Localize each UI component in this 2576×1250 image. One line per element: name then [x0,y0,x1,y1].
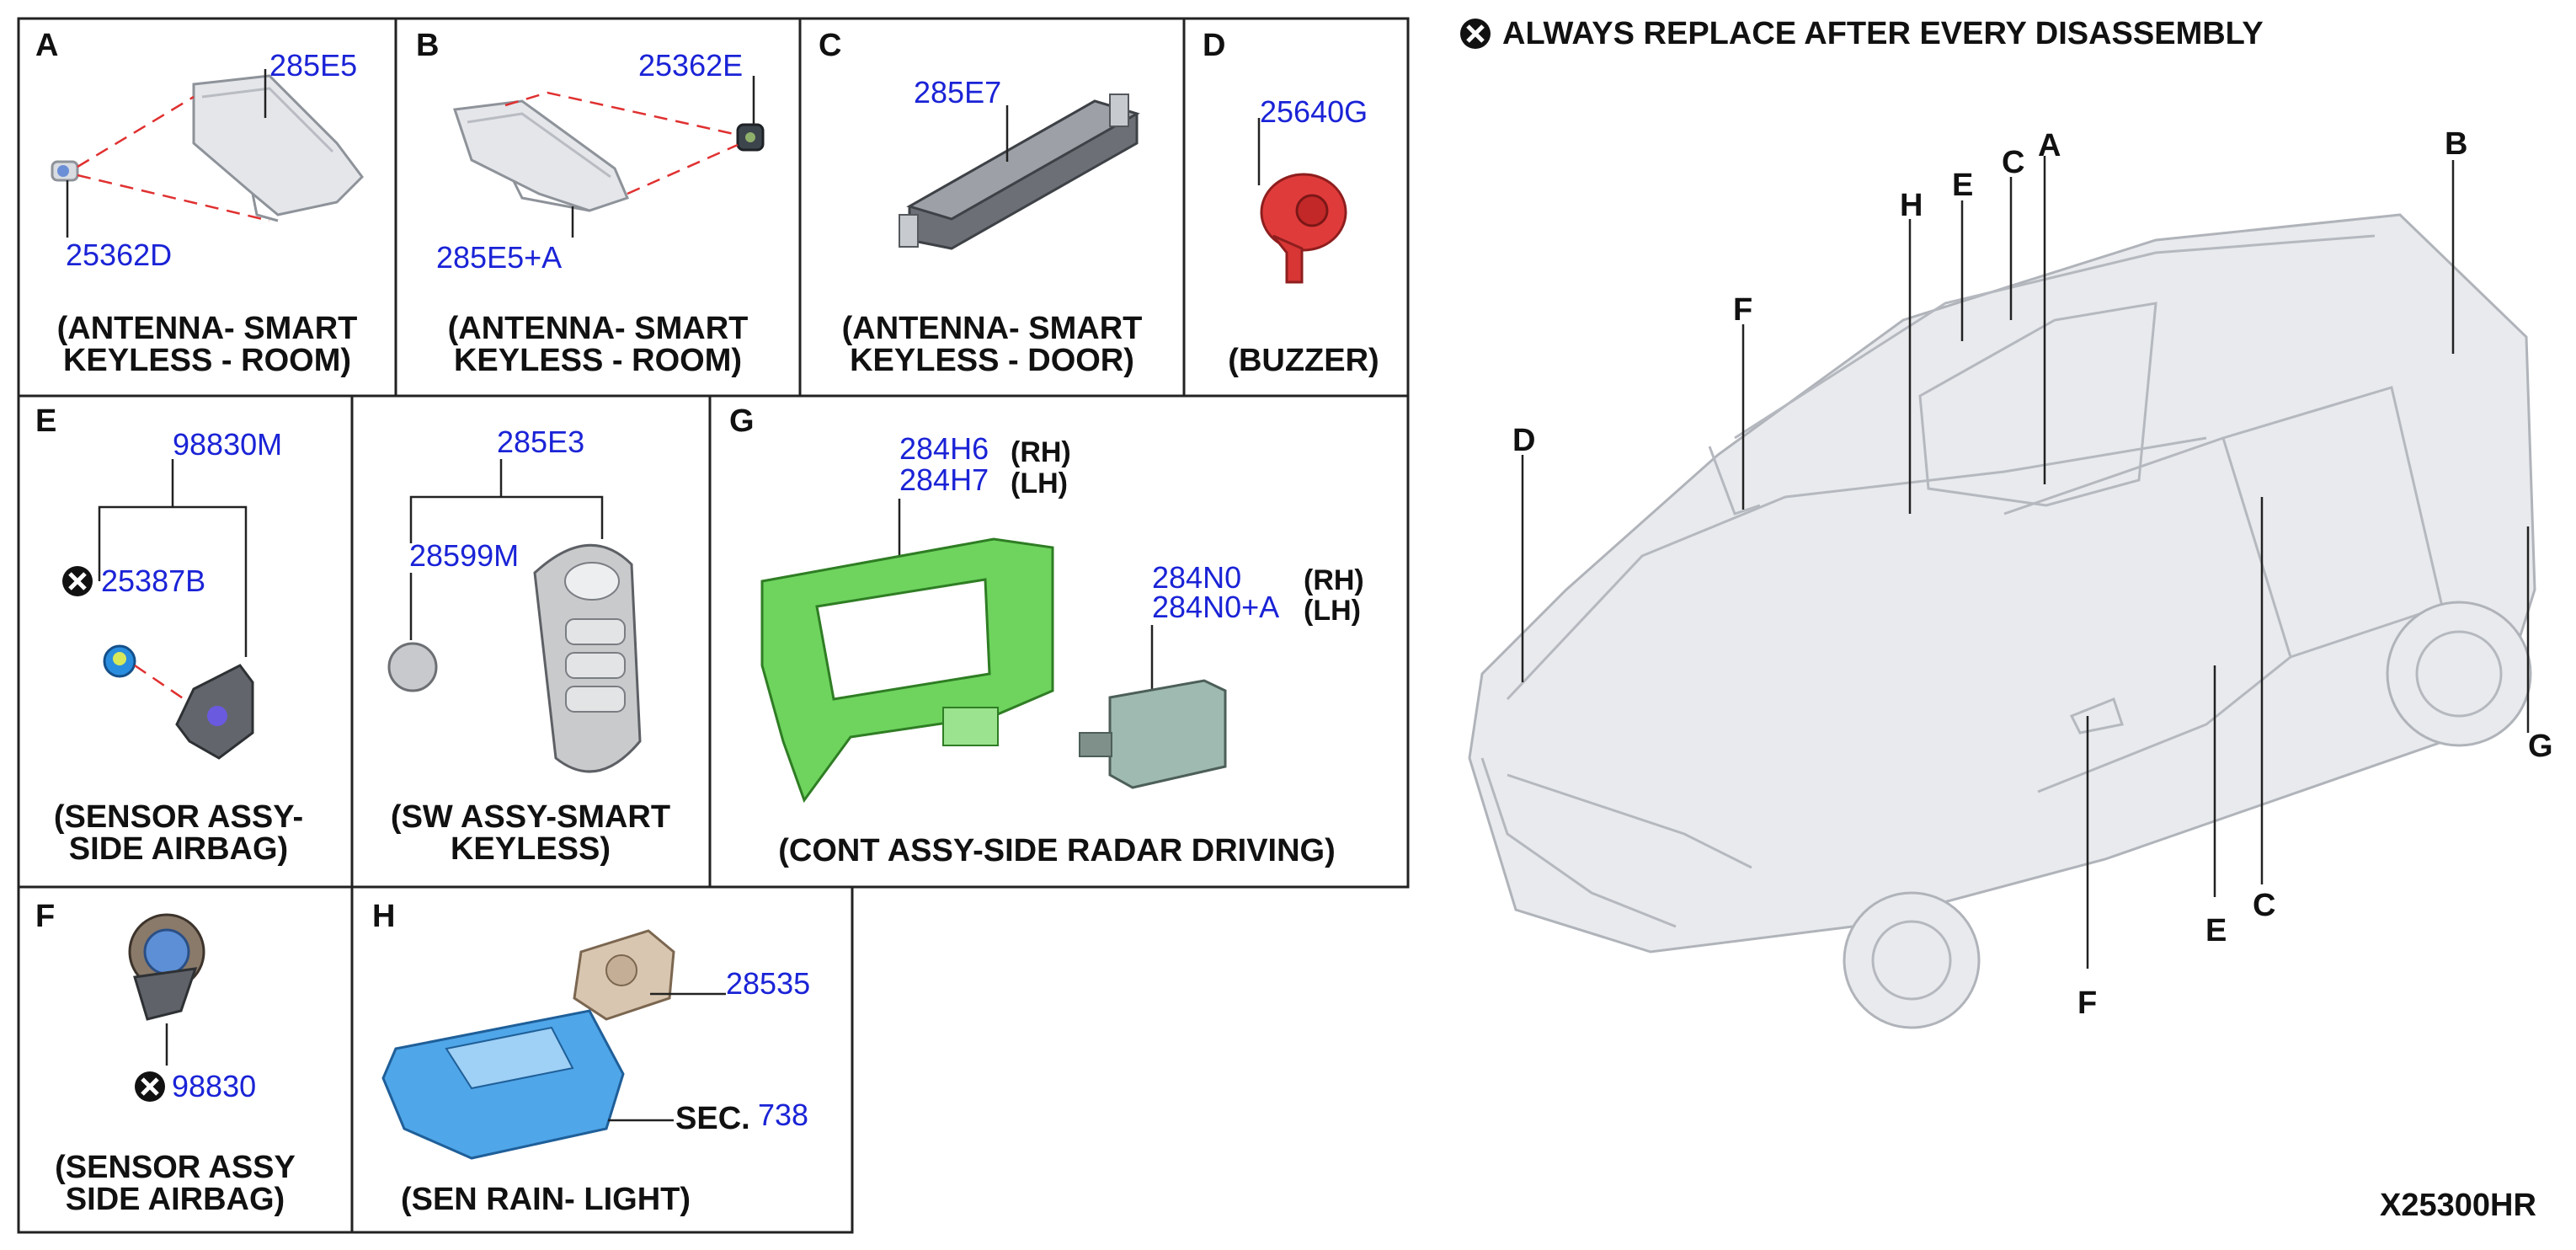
sensor-illustration [128,913,205,1021]
panel-letter-e: E [35,403,56,439]
panel-letter-f: F [35,899,55,934]
callout-label: D [1512,423,1535,458]
diagram-code: X25300HR [2380,1188,2536,1223]
callout-label: B [2445,126,2467,162]
part-number-98830: 98830 [172,1069,256,1103]
door-antenna-illustration [899,93,1140,250]
callout-label: C [2002,145,2024,180]
clip-illustration [51,160,79,182]
panel-sw-assy: 285E3 28599M (SW ASSY-SMART KEYLESS) [387,425,670,867]
panel-letter-c: C [819,28,841,63]
vehicle-callouts: A B C C D E E F F G H [1512,126,2553,1021]
part-number-25640g: 25640G [1260,94,1368,129]
part-number-284h7: 284H7 [899,462,989,497]
panel-h: H 28535 SEC. 738 (SEN RAIN- LIGHT) [372,899,810,1217]
part-number-98830m: 98830M [173,427,282,462]
side-rh-label: (RH) [1304,564,1364,596]
caption-line-1: (SW ASSY-SMART [391,799,670,835]
sensor-illustration [175,664,254,760]
battery-illustration [387,642,438,692]
part-number-28535: 28535 [726,966,810,1001]
panel-e: E 98830M 25387B (SENSOR ASSY- SIDE AIRBA… [35,403,303,867]
panel-letter-h: H [372,899,395,934]
caption-line-2: KEYLESS - ROOM) [63,343,351,378]
vehicle-illustration [1468,213,2536,1029]
caption-line-2: SIDE AIRBAG) [69,831,288,867]
part-number-25362e: 25362E [638,48,743,83]
caption-line-2: KEYLESS - ROOM) [454,343,742,378]
caption-line-2: KEYLESS - DOOR) [850,343,1134,378]
grommet-illustration [103,644,136,678]
part-number-284n0: 284N0 [1152,560,1241,595]
callout-label: E [1952,168,1973,203]
panel-f: F 98830 (SENSOR ASSY SIDE AIRBAG) [35,899,296,1217]
clip-illustration [736,123,765,152]
part-number-284n0a: 284N0+A [1152,590,1279,624]
part-number-284h6: 284H6 [899,431,989,466]
callout-label: G [2528,729,2553,764]
caption-line-1: (SENSOR ASSY [55,1150,296,1185]
room-antenna-illustration [192,74,364,222]
callout-label: H [1900,188,1923,223]
caption-line-1: (ANTENNA- SMART [842,311,1143,346]
section-ref-number: 738 [758,1098,808,1132]
callout-label: A [2038,128,2061,163]
sensor-cover-illustration [381,1009,625,1160]
replace-mark-icon [1460,19,1491,49]
part-number-285e5: 285E5 [269,48,357,83]
panel-b: B 25362E 285E5+A (ANTENNA- SMART KEYLESS… [416,28,765,378]
section-ref-prefix: SEC. [675,1101,750,1136]
panel-c: C 285E7 (ANTENNA- SMART KEYLESS - DOOR) [819,28,1142,378]
part-number-28599m: 28599M [409,538,519,573]
caption-line-1: (SENSOR ASSY- [54,799,303,835]
notice-text: ALWAYS REPLACE AFTER EVERY DISASSEMBLY [1502,16,2264,51]
caption-line-2: KEYLESS) [451,831,611,867]
callout-label: F [2077,986,2097,1021]
part-number-285e3: 285E3 [497,425,584,459]
panel-d: D 25640G (BUZZER) [1203,28,1379,378]
replace-mark-icon [135,1071,165,1102]
room-antenna-illustration [452,99,630,212]
smart-key-illustration [533,543,642,773]
caption-line-1: (ANTENNA- SMART [448,311,749,346]
side-lh-label: (LH) [1304,595,1361,627]
panel-a: A 285E5 25362D (ANTENNA- SMART KEYLESS -… [35,28,364,378]
callout-label: F [1733,292,1752,328]
replace-mark-icon [62,566,93,596]
caption-line-1: (SEN RAIN- LIGHT) [401,1182,691,1217]
side-rh-label: (RH) [1011,436,1071,468]
part-number-25362d: 25362D [66,238,172,272]
caption-line-2: SIDE AIRBAG) [66,1182,285,1217]
radar-bracket-illustration [760,537,1054,804]
callout-label: E [2205,913,2227,948]
part-number-285e7: 285E7 [914,75,1001,110]
replace-notice: ALWAYS REPLACE AFTER EVERY DISASSEMBLY [1460,16,2264,51]
panel-letter-g: G [729,403,755,439]
panel-grid [17,17,1410,1234]
panel-letter-b: B [416,28,439,63]
panel-letter-d: D [1203,28,1225,63]
radar-module-illustration [1079,679,1227,789]
caption-line-1: (CONT ASSY-SIDE RADAR DRIVING) [778,833,1336,868]
caption-line-1: (ANTENNA- SMART [57,311,358,346]
part-number-25387b: 25387B [101,564,205,598]
side-lh-label: (LH) [1011,467,1068,499]
panel-letter-a: A [35,28,58,63]
panel-g: G 284H6 (RH) 284H7 (LH) 284N0 (RH) 284N0… [729,403,1364,868]
part-number-285e5a: 285E5+A [436,240,562,275]
callout-label: C [2253,888,2275,923]
caption-line-1: (BUZZER) [1228,343,1379,378]
buzzer-illustration [1260,173,1347,284]
rain-light-sensor-illustration [573,929,675,1021]
